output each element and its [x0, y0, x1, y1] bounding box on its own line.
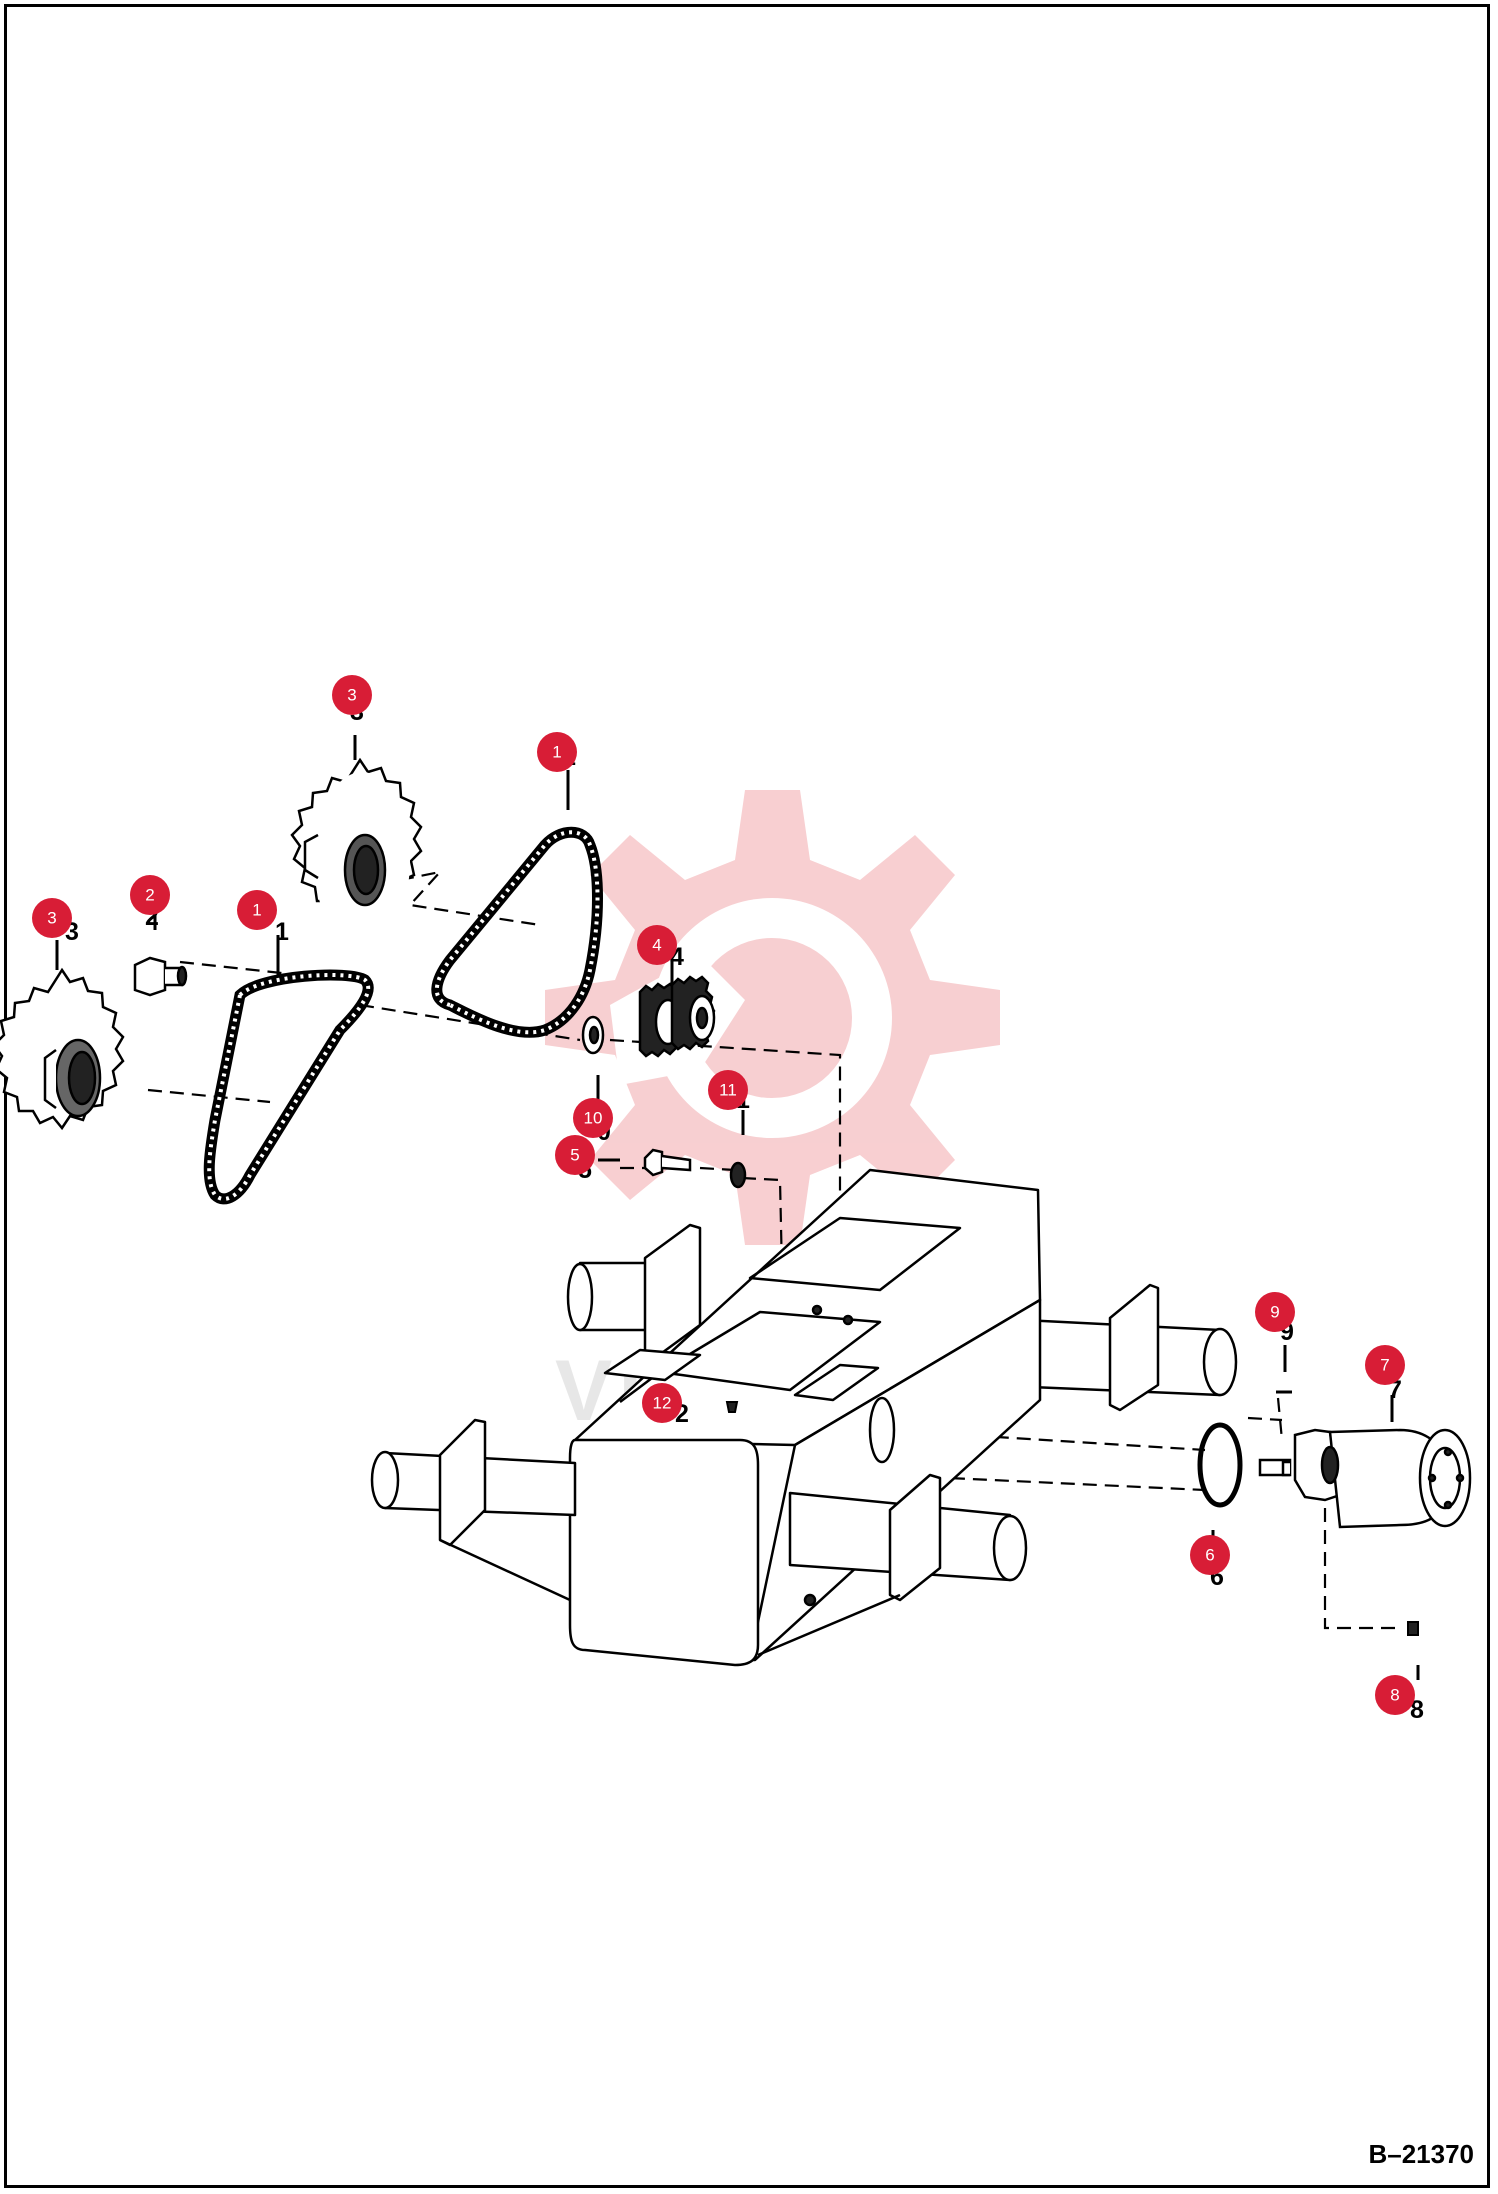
svg-text:7: 7	[1380, 1356, 1389, 1375]
svg-text:11: 11	[719, 1081, 737, 1100]
svg-text:1: 1	[252, 901, 261, 920]
nut-part-11	[729, 1161, 747, 1189]
callout-3-lower: 3	[32, 898, 72, 938]
svg-text:6: 6	[1205, 1546, 1214, 1565]
svg-text:12: 12	[653, 1394, 672, 1413]
svg-text:1: 1	[552, 743, 561, 762]
svg-text:10: 10	[584, 1109, 603, 1128]
sprocket-upper	[290, 757, 423, 948]
callouts: 3 1 3 2 1 4 11 10 5 9 7 12 6 8	[32, 675, 1415, 1715]
callout-3-upper: 3	[332, 675, 372, 715]
callout-9: 9	[1255, 1292, 1295, 1332]
svg-text:9: 9	[1270, 1303, 1279, 1322]
callout-5: 5	[555, 1135, 595, 1175]
chaincase-frame	[370, 1168, 1238, 1667]
callout-1-upper: 1	[537, 732, 577, 772]
svg-text:8: 8	[1410, 1696, 1424, 1724]
washer-part-10	[581, 1015, 605, 1055]
bolt-part-2	[133, 956, 188, 997]
svg-text:2: 2	[145, 886, 154, 905]
callout-4: 4	[637, 925, 677, 965]
hydraulic-motor-part-7	[1258, 1428, 1472, 1529]
svg-text:4: 4	[652, 936, 661, 955]
callout-8: 8	[1375, 1675, 1415, 1715]
fastener-part-8	[1407, 1621, 1419, 1636]
svg-text:3: 3	[47, 909, 56, 928]
chain-left	[203, 969, 374, 1205]
drawing-number: B–21370	[1368, 2139, 1474, 2169]
svg-text:8: 8	[1390, 1686, 1399, 1705]
svg-text:1: 1	[275, 918, 289, 946]
svg-text:5: 5	[570, 1146, 579, 1165]
callout-2: 2	[130, 875, 170, 915]
diagram-frame	[4, 4, 1490, 2188]
callout-7: 7	[1365, 1345, 1405, 1385]
sprocket-lower	[0, 967, 125, 1131]
callout-6: 6	[1190, 1535, 1230, 1575]
svg-text:3: 3	[347, 686, 356, 705]
chain-right	[431, 826, 603, 1038]
o-ring-part-6	[1197, 1422, 1243, 1508]
bolt-part-5	[643, 1148, 692, 1177]
plug-part-12	[725, 1401, 739, 1413]
callout-10: 10	[573, 1098, 613, 1138]
callout-1-lower: 1	[237, 890, 277, 930]
double-sprocket-part-4	[638, 975, 716, 1058]
callout-12: 12	[642, 1383, 682, 1423]
callout-11: 11	[708, 1070, 748, 1110]
